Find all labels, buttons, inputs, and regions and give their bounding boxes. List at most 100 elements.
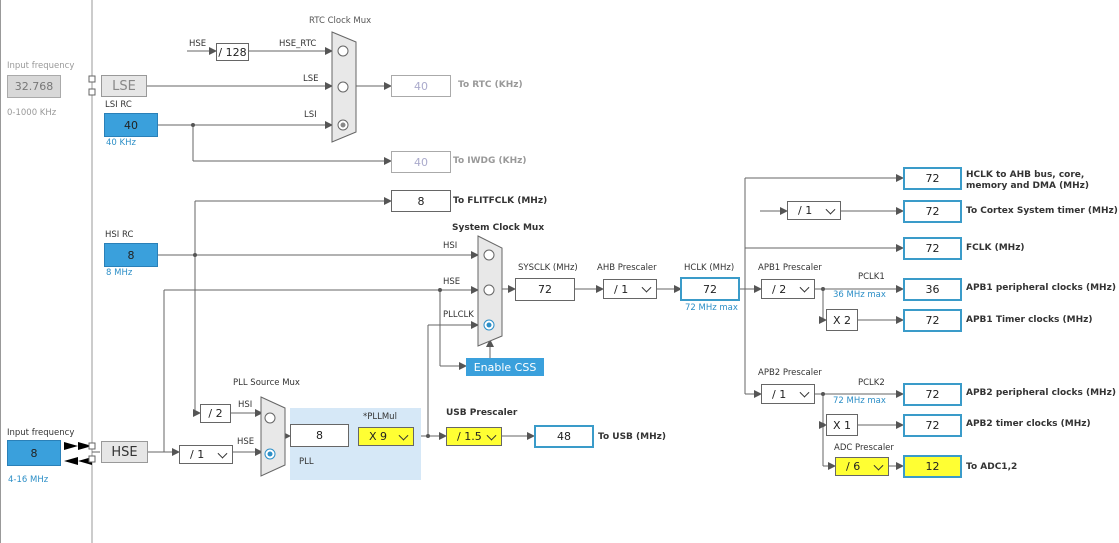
fclk-output[interactable]: 72 xyxy=(903,237,962,260)
hse-rtc-label: HSE_RTC xyxy=(279,39,317,49)
rtc-hse-label: HSE xyxy=(189,39,207,49)
sysmux-hsi-label: HSI xyxy=(443,241,458,251)
chevron-down-icon xyxy=(486,430,497,441)
chevron-down-icon xyxy=(799,282,810,293)
apb2-timer-output-label: APB2 timer clocks (MHz) xyxy=(966,419,1091,429)
cortex-timer-output-label: To Cortex System timer (MHz) xyxy=(966,206,1118,216)
hsi-rc-label: HSI RC xyxy=(105,230,134,240)
pll-input-value: 8 xyxy=(290,424,349,447)
lse-range-label: 0-1000 KHz xyxy=(7,108,57,118)
apb2-prescaler-select[interactable]: / 1 xyxy=(761,384,815,404)
sysmux-pllclk-label: PLLCLK xyxy=(443,310,474,320)
usb-output-label: To USB (MHz) xyxy=(598,432,666,442)
lsi-rc-label: LSI RC xyxy=(105,100,132,110)
adc-prescaler-select[interactable]: / 6 xyxy=(835,457,889,476)
system-mux-title: System Clock Mux xyxy=(452,223,545,233)
cortex-timer-divider-select[interactable]: / 1 xyxy=(787,201,841,220)
rtc-output-label: To RTC (KHz) xyxy=(458,80,523,90)
sysclk-value: 72 xyxy=(515,278,575,301)
fclk-output-label: FCLK (MHz) xyxy=(966,243,1025,253)
lse-input-label: Input frequency xyxy=(7,61,75,71)
lse-frequency-input[interactable]: 32.768 xyxy=(7,75,61,98)
hse-divider-value: / 1 xyxy=(190,448,205,461)
hsi-div2: / 2 xyxy=(200,404,231,423)
pclk1-label: PCLK1 xyxy=(858,272,885,282)
sysclk-label: SYSCLK (MHz) xyxy=(518,263,578,273)
apb2-peripheral-output-label: APB2 peripheral clocks (MHz) xyxy=(966,388,1116,398)
apb1-timer-output[interactable]: 72 xyxy=(903,309,962,332)
hsi-unit-label: 8 MHz xyxy=(106,268,133,278)
lsi-rc-value[interactable]: 40 xyxy=(104,113,158,137)
chevron-down-icon xyxy=(799,387,810,398)
pclk2-max-label: 72 MHz max xyxy=(833,396,886,406)
hse-range-label: 4-16 MHz xyxy=(8,475,49,485)
pll-multiplier-select[interactable]: X 9 xyxy=(358,427,414,446)
chevron-down-icon xyxy=(873,460,884,471)
pclk1-max-label: 36 MHz max xyxy=(833,290,886,300)
iwdg-output-value: 40 xyxy=(391,151,451,173)
usb-prescaler-select[interactable]: / 1.5 xyxy=(446,427,502,446)
hse-divider-select[interactable]: / 1 xyxy=(179,445,233,464)
hse-div128: / 128 xyxy=(216,43,249,61)
pll-mul-label: *PLLMul xyxy=(363,412,397,422)
hse-frequency-input[interactable]: 8 xyxy=(7,440,61,466)
rtc-lsi-label: LSI xyxy=(304,110,317,120)
hse-input-label: Input frequency xyxy=(7,428,75,438)
pclk2-label: PCLK2 xyxy=(858,378,885,388)
flitf-output-value: 8 xyxy=(391,190,451,212)
adc-prescaler-value: / 6 xyxy=(846,460,861,473)
apb1-timer-multiplier: X 2 xyxy=(826,309,858,331)
apb1-peripheral-output[interactable]: 36 xyxy=(903,278,962,301)
system-clock-mux xyxy=(477,235,503,347)
flitf-output-label: To FLITFCLK (MHz) xyxy=(453,196,548,206)
chevron-down-icon xyxy=(641,282,652,293)
adc-output[interactable]: 12 xyxy=(903,455,962,478)
pll-multiplier-value: X 9 xyxy=(369,430,388,443)
lse-button[interactable]: LSE xyxy=(101,75,147,97)
lsi-unit-label: 40 KHz xyxy=(106,138,136,148)
hclk-label: HCLK (MHz) xyxy=(684,263,735,273)
hclk-max-label: 72 MHz max xyxy=(685,303,738,313)
rtc-output-value: 40 xyxy=(391,75,451,97)
hsi-rc-value[interactable]: 8 xyxy=(104,243,158,267)
adc-output-label: To ADC1,2 xyxy=(966,462,1018,472)
pll-src-hse-label: HSE xyxy=(237,437,255,447)
sysmux-hse-label: HSE xyxy=(443,277,461,287)
iwdg-output-label: To IWDG (KHz) xyxy=(453,156,527,166)
apb1-prescaler-value: / 2 xyxy=(772,282,787,296)
chevron-down-icon xyxy=(217,448,228,459)
apb2-timer-multiplier: X 1 xyxy=(826,414,858,436)
rtc-clock-mux xyxy=(331,31,357,143)
hse-button[interactable]: HSE xyxy=(101,441,148,463)
cortex-timer-output[interactable]: 72 xyxy=(903,200,962,223)
apb2-prescaler-label: APB2 Prescaler xyxy=(758,368,822,378)
hclk-value[interactable]: 72 xyxy=(680,277,740,301)
usb-prescaler-value: / 1.5 xyxy=(457,430,482,443)
apb1-prescaler-select[interactable]: / 2 xyxy=(761,279,815,299)
apb2-prescaler-value: / 1 xyxy=(772,387,787,401)
usb-prescaler-label: USB Prescaler xyxy=(446,408,518,418)
pll-src-hsi-label: HSI xyxy=(238,400,253,410)
cortex-divider-value: / 1 xyxy=(798,204,813,217)
ahb-prescaler-value: / 1 xyxy=(614,282,629,296)
usb-output-value[interactable]: 48 xyxy=(534,425,594,448)
pll-source-mux xyxy=(260,396,286,477)
apb1-timer-output-label: APB1 Timer clocks (MHz) xyxy=(966,315,1093,325)
apb1-peripheral-output-label: APB1 peripheral clocks (MHz) xyxy=(966,283,1116,293)
hclk-ahb-output[interactable]: 72 xyxy=(903,167,962,190)
apb2-timer-output[interactable]: 72 xyxy=(903,414,962,437)
apb1-prescaler-label: APB1 Prescaler xyxy=(758,263,822,273)
apb2-peripheral-output[interactable]: 72 xyxy=(903,383,962,406)
rtc-lse-label: LSE xyxy=(303,74,319,84)
hclk-ahb-output-label: HCLK to AHB bus, core, memory and DMA (M… xyxy=(966,170,1090,191)
chevron-down-icon xyxy=(825,204,836,215)
pll-source-mux-title: PLL Source Mux xyxy=(233,378,300,388)
chevron-down-icon xyxy=(398,430,409,441)
rtc-mux-title: RTC Clock Mux xyxy=(309,16,372,26)
ahb-prescaler-select[interactable]: / 1 xyxy=(603,279,657,299)
pll-name-label: PLL xyxy=(299,457,314,467)
adc-prescaler-label: ADC Prescaler xyxy=(834,443,894,453)
enable-css-button[interactable]: Enable CSS xyxy=(466,358,544,376)
